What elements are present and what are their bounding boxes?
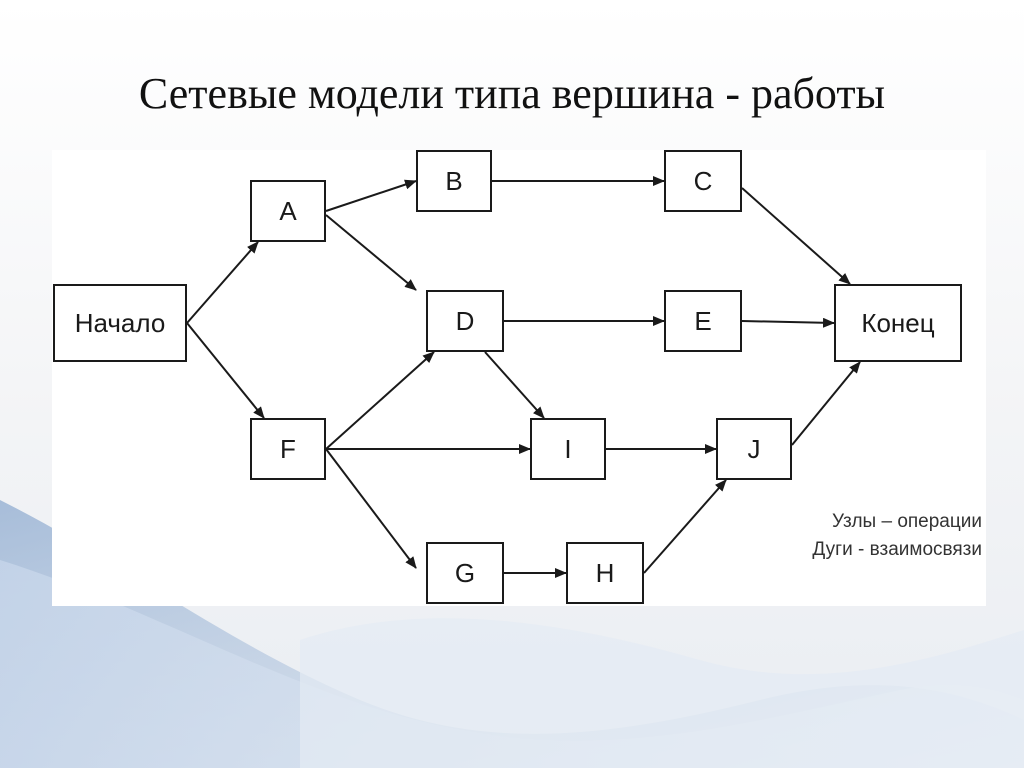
arrow-a-to-b bbox=[325, 179, 417, 212]
arrow-a-to-d bbox=[325, 214, 417, 291]
slide-title: Сетевые модели типа вершина - работы bbox=[138, 69, 886, 118]
node-f: F bbox=[250, 418, 326, 480]
diagram-legend: Узлы – операции Дуги - взаимосвязи bbox=[812, 508, 982, 564]
arrow-f-to-g bbox=[325, 448, 417, 569]
arrow-c-to-end bbox=[741, 187, 851, 285]
node-h: H bbox=[566, 542, 644, 604]
node-end: Конец bbox=[834, 284, 962, 362]
legend-nodes: Узлы – операции bbox=[831, 511, 982, 532]
node-b: B bbox=[416, 150, 492, 212]
node-j: J bbox=[716, 418, 792, 480]
diagram-arrows bbox=[186, 176, 861, 578]
arrow-d-to-i bbox=[484, 351, 545, 419]
node-i: I bbox=[530, 418, 606, 480]
arrow-h-to-j bbox=[643, 479, 727, 574]
node-d: D bbox=[426, 290, 504, 352]
node-e: E bbox=[664, 290, 742, 352]
arrow-e-to-end bbox=[741, 317, 835, 328]
legend-arcs: Дуги - взаимосвязи bbox=[812, 539, 982, 560]
node-c: C bbox=[664, 150, 742, 212]
node-start: Начало bbox=[53, 284, 187, 362]
arrow-f-to-d bbox=[325, 351, 435, 450]
arrow-start-to-a bbox=[186, 241, 259, 324]
arrow-start-to-f bbox=[186, 322, 265, 419]
network-diagram: Начало A B C D E Конец F I J G H Узлы – … bbox=[52, 150, 986, 606]
arrow-j-to-end bbox=[791, 361, 861, 446]
node-g: G bbox=[426, 542, 504, 604]
node-a: A bbox=[250, 180, 326, 242]
